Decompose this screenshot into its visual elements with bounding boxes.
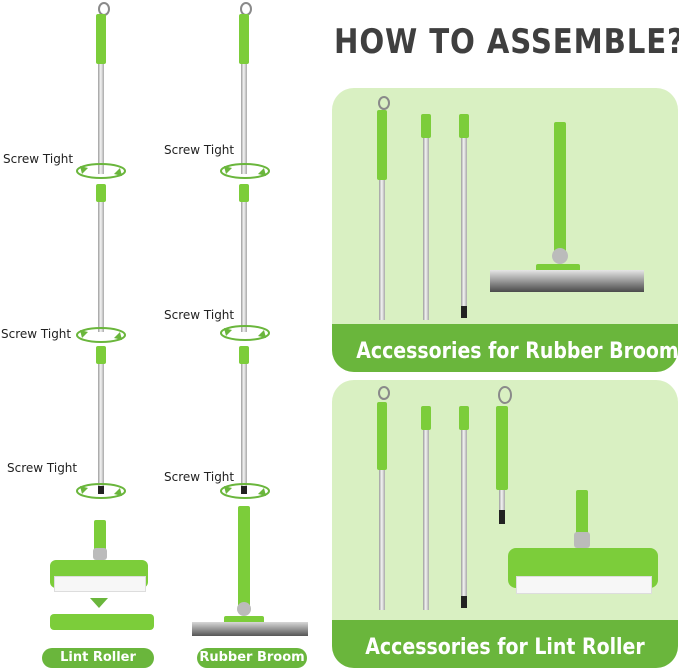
pole-section xyxy=(98,364,104,486)
rubber-broom-accessories-label: Accessories for Rubber Broom xyxy=(356,339,678,364)
broom-blade xyxy=(192,622,308,636)
handle-grip xyxy=(239,14,249,64)
pole-connector xyxy=(239,184,249,202)
rubber-broom-accessories-panel: Accessories for Rubber Broom xyxy=(332,88,678,372)
broom-blade xyxy=(490,270,644,292)
handle-grip xyxy=(377,110,387,180)
pole-connector xyxy=(96,184,106,202)
pole-section xyxy=(241,202,247,332)
pole-end-cap xyxy=(499,510,505,524)
broom-joint xyxy=(237,602,251,616)
pole-section xyxy=(98,64,104,174)
hang-hook-icon xyxy=(378,386,390,400)
hang-hook-icon xyxy=(498,386,512,404)
pole-connector xyxy=(459,114,469,138)
pole-end-cap xyxy=(461,596,467,608)
pole-section xyxy=(379,180,385,320)
roller-joint xyxy=(93,548,107,560)
broom-neck xyxy=(554,122,566,252)
screw-tight-label: Screw Tight xyxy=(1,327,72,341)
handle-grip xyxy=(377,402,387,470)
pole-section xyxy=(423,138,429,320)
rotate-arrow-icon xyxy=(220,483,270,499)
rotate-arrow-icon xyxy=(220,163,270,179)
screw-tight-label: Screw Tight xyxy=(164,308,235,322)
hang-hook-icon xyxy=(378,96,390,110)
pole-section xyxy=(461,430,467,596)
rotate-arrow-icon xyxy=(76,327,126,343)
pole-section xyxy=(461,138,467,306)
roller-sheet xyxy=(54,576,146,592)
pole-section xyxy=(241,64,247,174)
lint-roller-accessories-panel: Accessories for Lint Roller xyxy=(332,380,678,668)
pole-connector xyxy=(239,346,249,364)
pole-connector xyxy=(421,406,431,430)
roller-cover xyxy=(50,614,154,630)
rotate-arrow-icon xyxy=(76,163,126,179)
pole-end-cap xyxy=(241,486,247,494)
roller-neck xyxy=(576,490,588,536)
lint-roller-accessories-label: Accessories for Lint Roller xyxy=(365,635,645,660)
roller-joint xyxy=(574,532,590,548)
screw-tight-label: Screw Tight xyxy=(7,461,78,475)
pole-end-cap xyxy=(461,306,467,318)
pole-connector xyxy=(421,114,431,138)
handle-grip xyxy=(96,14,106,64)
down-arrow-icon xyxy=(90,598,108,608)
pole-connector xyxy=(459,406,469,430)
broom-clamp xyxy=(224,616,264,624)
page-title: HOW TO ASSEMBLE? xyxy=(334,22,679,62)
screw-tight-label: Screw Tight xyxy=(164,143,235,157)
pole-section xyxy=(98,202,104,332)
screw-tight-label: Screw Tight xyxy=(3,152,74,166)
short-handle-grip xyxy=(496,406,508,490)
pole-section xyxy=(423,430,429,610)
rotate-arrow-icon xyxy=(76,483,126,499)
roller-neck xyxy=(94,520,106,550)
pole-section xyxy=(241,364,247,486)
pole-section xyxy=(499,490,505,510)
pole-connector xyxy=(96,346,106,364)
panel-band xyxy=(332,620,678,668)
broom-clamp xyxy=(536,264,580,274)
rotate-arrow-icon xyxy=(220,325,270,341)
pole-section xyxy=(379,470,385,610)
broom-neck xyxy=(238,506,250,608)
pole-end-cap xyxy=(98,486,104,494)
rubber-broom-label: Rubber Broom xyxy=(197,648,307,668)
screw-tight-label: Screw Tight xyxy=(164,470,235,484)
broom-joint xyxy=(552,248,568,264)
lint-roller-label: Lint Roller xyxy=(42,648,154,668)
panel-band xyxy=(332,324,678,372)
roller-sheet xyxy=(516,576,652,594)
